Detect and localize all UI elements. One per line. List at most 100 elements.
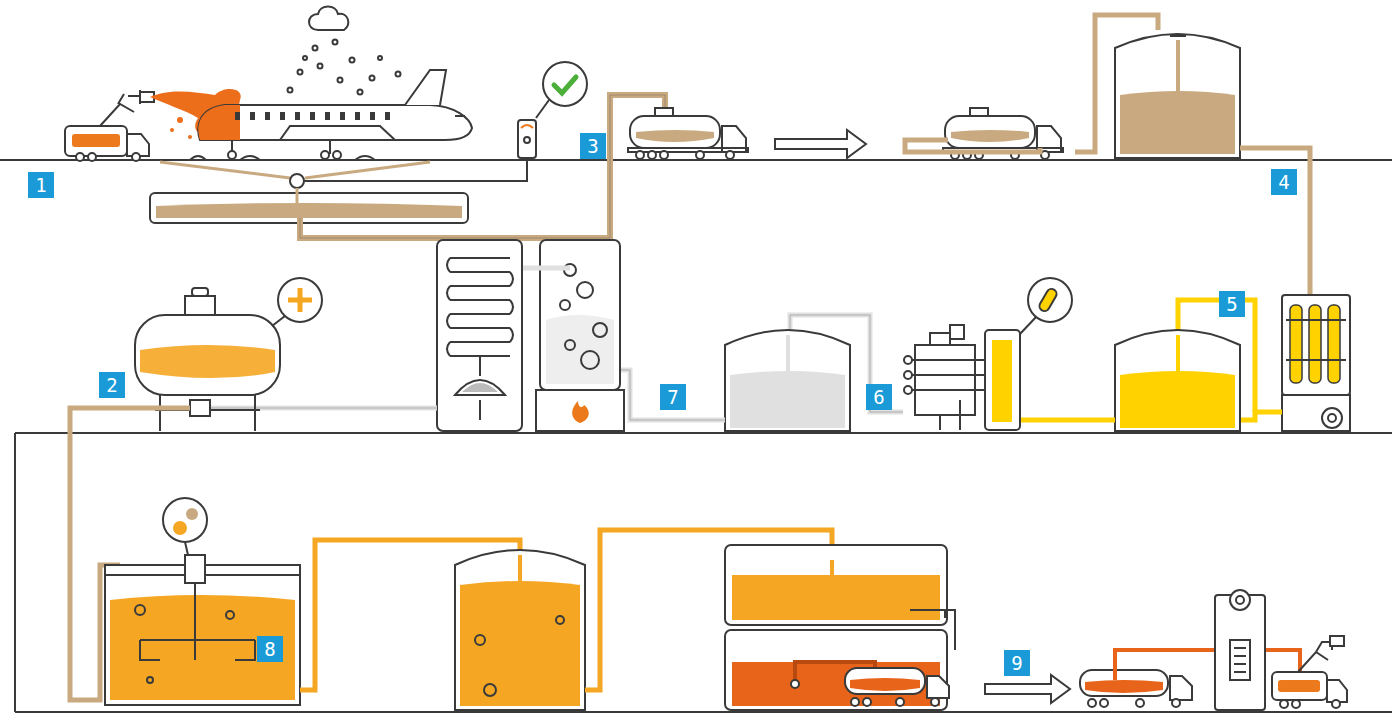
airplane-part <box>198 105 472 140</box>
airplane-part <box>321 151 329 159</box>
callout-number: 4 <box>1271 169 1297 195</box>
sensor-part <box>524 137 530 143</box>
ion-exchange-unit-part <box>905 333 985 430</box>
mixer-part <box>110 595 295 700</box>
sensor-part <box>518 120 536 158</box>
ground-lines-part <box>0 159 1392 161</box>
snow-cloud-part-part <box>338 78 343 83</box>
tanker-truck-1 <box>628 108 748 159</box>
tanker-truck-4 <box>1080 670 1192 707</box>
deicing-truck-refill-part <box>1298 636 1332 672</box>
spray-part <box>188 135 192 139</box>
tanker-truck-1-part <box>726 151 734 159</box>
collection-system-part <box>150 193 468 223</box>
dispenser-part <box>1230 640 1250 680</box>
deicing-truck-refill-part <box>1327 680 1347 702</box>
storage-tank-product-part-part <box>484 684 496 696</box>
mixer-part-part <box>135 605 145 615</box>
airplane-part-part <box>250 112 255 120</box>
distillation-column-part <box>536 390 624 431</box>
tanker-truck-3-part <box>845 668 925 694</box>
distillation-column-part <box>560 264 607 369</box>
deicing-truck-part <box>72 134 120 147</box>
dispenser-part <box>1236 596 1244 604</box>
mixer-part-part <box>147 677 153 683</box>
ion-exchange-unit-part <box>904 356 912 364</box>
snow-cloud-part <box>309 7 348 31</box>
additive-tank-part <box>278 278 322 322</box>
mixer-part <box>135 605 270 683</box>
additive-tank-part <box>272 316 285 326</box>
snow-cloud-part-part <box>313 46 318 51</box>
mixer-part <box>186 508 198 520</box>
airplane-part <box>280 126 395 140</box>
storage-tank-spent-part <box>1115 34 1240 158</box>
snow-cloud-part-part <box>358 90 363 95</box>
double-tank-part <box>725 630 947 710</box>
snow-cloud-part <box>288 40 401 95</box>
condenser-part <box>455 380 505 395</box>
distillation-column-part <box>540 240 620 390</box>
filter-unit-part <box>1290 305 1302 383</box>
ion-exchange-unit-part <box>1020 317 1036 334</box>
filter-unit-part <box>1240 412 1282 420</box>
storage-tank-filtered-part <box>1115 330 1240 431</box>
condenser <box>437 240 522 431</box>
double-tank <box>725 545 955 710</box>
double-tank-part <box>732 575 940 620</box>
additive-tank-part <box>155 395 260 431</box>
snow-cloud-part-part <box>303 56 307 60</box>
tanker-truck-4-part <box>1172 699 1180 707</box>
tanker-truck-3-part <box>931 698 939 706</box>
sensor-part <box>554 77 576 93</box>
tanker-truck-3 <box>845 668 949 706</box>
storage-tank-ionized-part <box>620 370 725 420</box>
storage-tank-product-part-part <box>556 616 564 624</box>
tanker-truck-2-part <box>945 116 1035 148</box>
ion-exchange-unit-part <box>915 345 975 415</box>
dispenser-part <box>1115 610 1300 680</box>
sensor-part <box>521 125 533 128</box>
deicing-truck-part <box>100 90 140 126</box>
callout-number: 2 <box>99 372 125 398</box>
transport-arrow <box>775 130 866 158</box>
collection-system-part <box>300 95 665 238</box>
ion-exchange-unit-part <box>1038 287 1059 313</box>
mixer-part <box>105 565 300 705</box>
airplane-part-part <box>265 112 270 120</box>
ion-exchange-unit-part <box>904 371 912 379</box>
storage-tank-spent-part <box>1240 148 1310 295</box>
airplane-part-part <box>385 112 390 120</box>
tanker-truck-1-part <box>636 130 714 142</box>
tanker-truck-4-part <box>1088 699 1096 707</box>
airplane-part-part <box>280 112 285 120</box>
airplane-part <box>455 115 465 117</box>
double-tank-part <box>732 662 940 706</box>
airplane-part <box>405 70 446 105</box>
additive-tank-part <box>185 296 215 315</box>
tanker-truck-3-part <box>850 678 920 691</box>
distillation-column-part-part <box>593 323 607 337</box>
tanker-truck-1-part <box>630 116 720 148</box>
collection-system-part <box>296 188 299 206</box>
airplane-part <box>329 140 331 154</box>
snow-cloud-part-part <box>396 72 401 77</box>
spray-part <box>177 117 183 123</box>
callout-number: 7 <box>660 384 686 410</box>
storage-tank-spent-part <box>1170 35 1186 37</box>
spray <box>150 89 241 139</box>
callout-number: 3 <box>580 133 606 159</box>
ground-lines-part <box>15 432 1392 434</box>
tanker-truck-1-part <box>636 151 644 159</box>
storage-tank-filtered-part <box>1020 418 1115 423</box>
storage-tank-product-part-part <box>475 635 485 645</box>
storage-tank-product-part <box>455 550 585 710</box>
tanker-truck-1-part <box>660 151 668 159</box>
airplane <box>190 70 472 160</box>
callout-number: 8 <box>257 636 283 662</box>
distillation-column-part-part <box>565 340 575 350</box>
storage-tank-product-part <box>518 555 522 590</box>
storage-tank-ionized-part <box>725 330 850 431</box>
storage-tank-ionized-part <box>620 370 725 420</box>
